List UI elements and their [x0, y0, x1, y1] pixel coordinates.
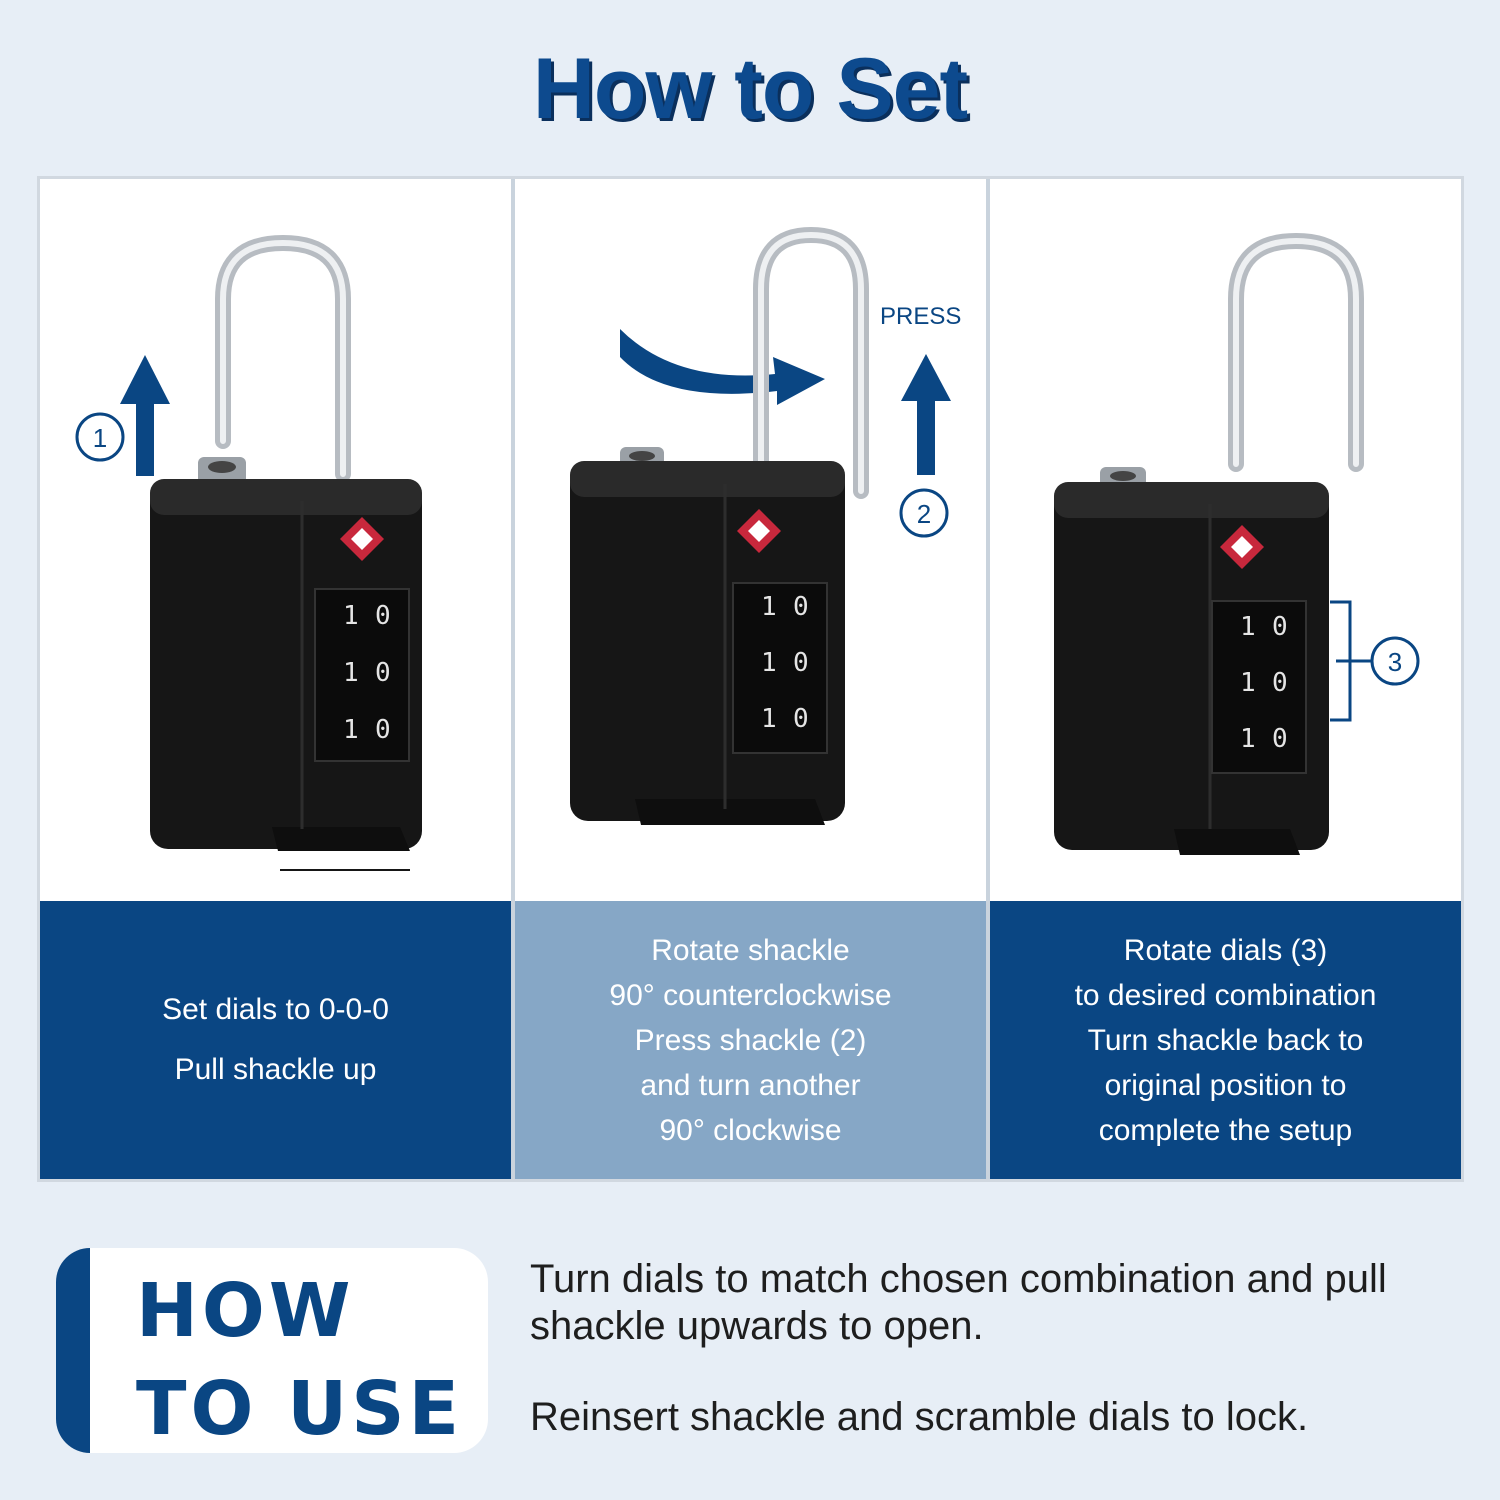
padlock-image: 1 0 1 0 1 0 [1054, 232, 1364, 855]
svg-text:2: 2 [917, 499, 931, 529]
dials-bracket-icon [1330, 600, 1372, 722]
tsa-logo-icon [737, 509, 781, 553]
step-marker-1: 1 [75, 412, 125, 462]
badge-accent-bar [56, 1248, 90, 1453]
dial-digit: 1 [761, 648, 777, 678]
dial-digit: 1 [761, 592, 777, 622]
caption-line: Press shackle (2) [634, 1023, 867, 1057]
page-title: How to Set [532, 41, 968, 137]
caption-line: Turn shackle back to [1087, 1023, 1364, 1057]
dial-digit: 0 [375, 715, 391, 745]
step-marker-3: 3 [1370, 636, 1420, 686]
dial-digit: 0 [1272, 668, 1288, 698]
dial-digit: 1 [1240, 724, 1256, 754]
step-3-illustration: 1 0 1 0 1 0 3 [990, 179, 1461, 901]
svg-text:3: 3 [1388, 647, 1402, 677]
rotate-arrow-icon [620, 329, 825, 405]
dial-digit: 1 [343, 658, 359, 688]
caption-line: Rotate dials (3) [1123, 933, 1328, 967]
dial-digit: 1 [343, 601, 359, 631]
arrow-up-icon [120, 355, 170, 476]
step-1-illustration: 1 [40, 179, 511, 901]
steps-panel: 1 [37, 176, 1464, 1182]
step-2: PRESS 2 [515, 179, 986, 1179]
caption-line: Pull shackle up [174, 1053, 377, 1086]
step-2-caption: Rotate shackle 90° counterclockwise Pres… [515, 901, 986, 1179]
step-3: 1 0 1 0 1 0 3 Rota [990, 179, 1461, 1179]
tsa-logo-icon [340, 517, 384, 561]
caption-line: 90° clockwise [659, 1113, 842, 1147]
padlock-image: 1 0 1 0 1 0 [570, 226, 869, 825]
dial-digit: 0 [1272, 724, 1288, 754]
press-label: PRESS [880, 303, 961, 330]
step-2-illustration: PRESS 2 [515, 179, 986, 901]
usage-instructions: Turn dials to match chosen combination a… [530, 1256, 1460, 1441]
caption-line: complete the setup [1098, 1113, 1353, 1147]
how-to-use-line: HOW [136, 1268, 355, 1354]
dial-digit: 0 [375, 601, 391, 631]
padlock-image: 1 0 1 0 1 0 [150, 234, 422, 871]
caption-line: 90° counterclockwise [609, 978, 892, 1012]
step-3-caption: Rotate dials (3) to desired combination … [990, 901, 1461, 1179]
caption-line: to desired combination [1074, 978, 1377, 1012]
caption-line: Set dials to 0-0-0 [162, 993, 389, 1026]
dial-digit: 1 [343, 715, 359, 745]
dial-digit: 0 [1272, 612, 1288, 642]
svg-text:1: 1 [93, 423, 107, 453]
dial-digit: 1 [761, 704, 777, 734]
caption-line: and turn another [640, 1068, 861, 1102]
usage-paragraph: Reinsert shackle and scramble dials to l… [530, 1395, 1309, 1439]
caption-line: Rotate shackle [651, 933, 850, 967]
how-to-use-heading: HOW TO USE [136, 1262, 463, 1453]
usage-paragraph: Turn dials to match chosen combination a… [530, 1257, 1387, 1348]
how-to-use-badge: HOW TO USE [56, 1248, 488, 1453]
dial-digit: 0 [793, 704, 809, 734]
step-1-caption: Set dials to 0-0-0 Pull shackle up [40, 901, 511, 1179]
dial-digit: 0 [375, 658, 391, 688]
dial-digit: 0 [793, 648, 809, 678]
step-1: 1 [40, 179, 511, 1179]
tsa-logo-icon [1220, 525, 1264, 569]
arrow-up-icon [901, 354, 951, 475]
dial-digit: 0 [793, 592, 809, 622]
dial-digit: 1 [1240, 668, 1256, 698]
dial-digit: 1 [1240, 612, 1256, 642]
step-marker-2: 2 [899, 488, 949, 538]
caption-line: original position to [1104, 1068, 1347, 1102]
how-to-use-line: TO USE [136, 1366, 464, 1452]
